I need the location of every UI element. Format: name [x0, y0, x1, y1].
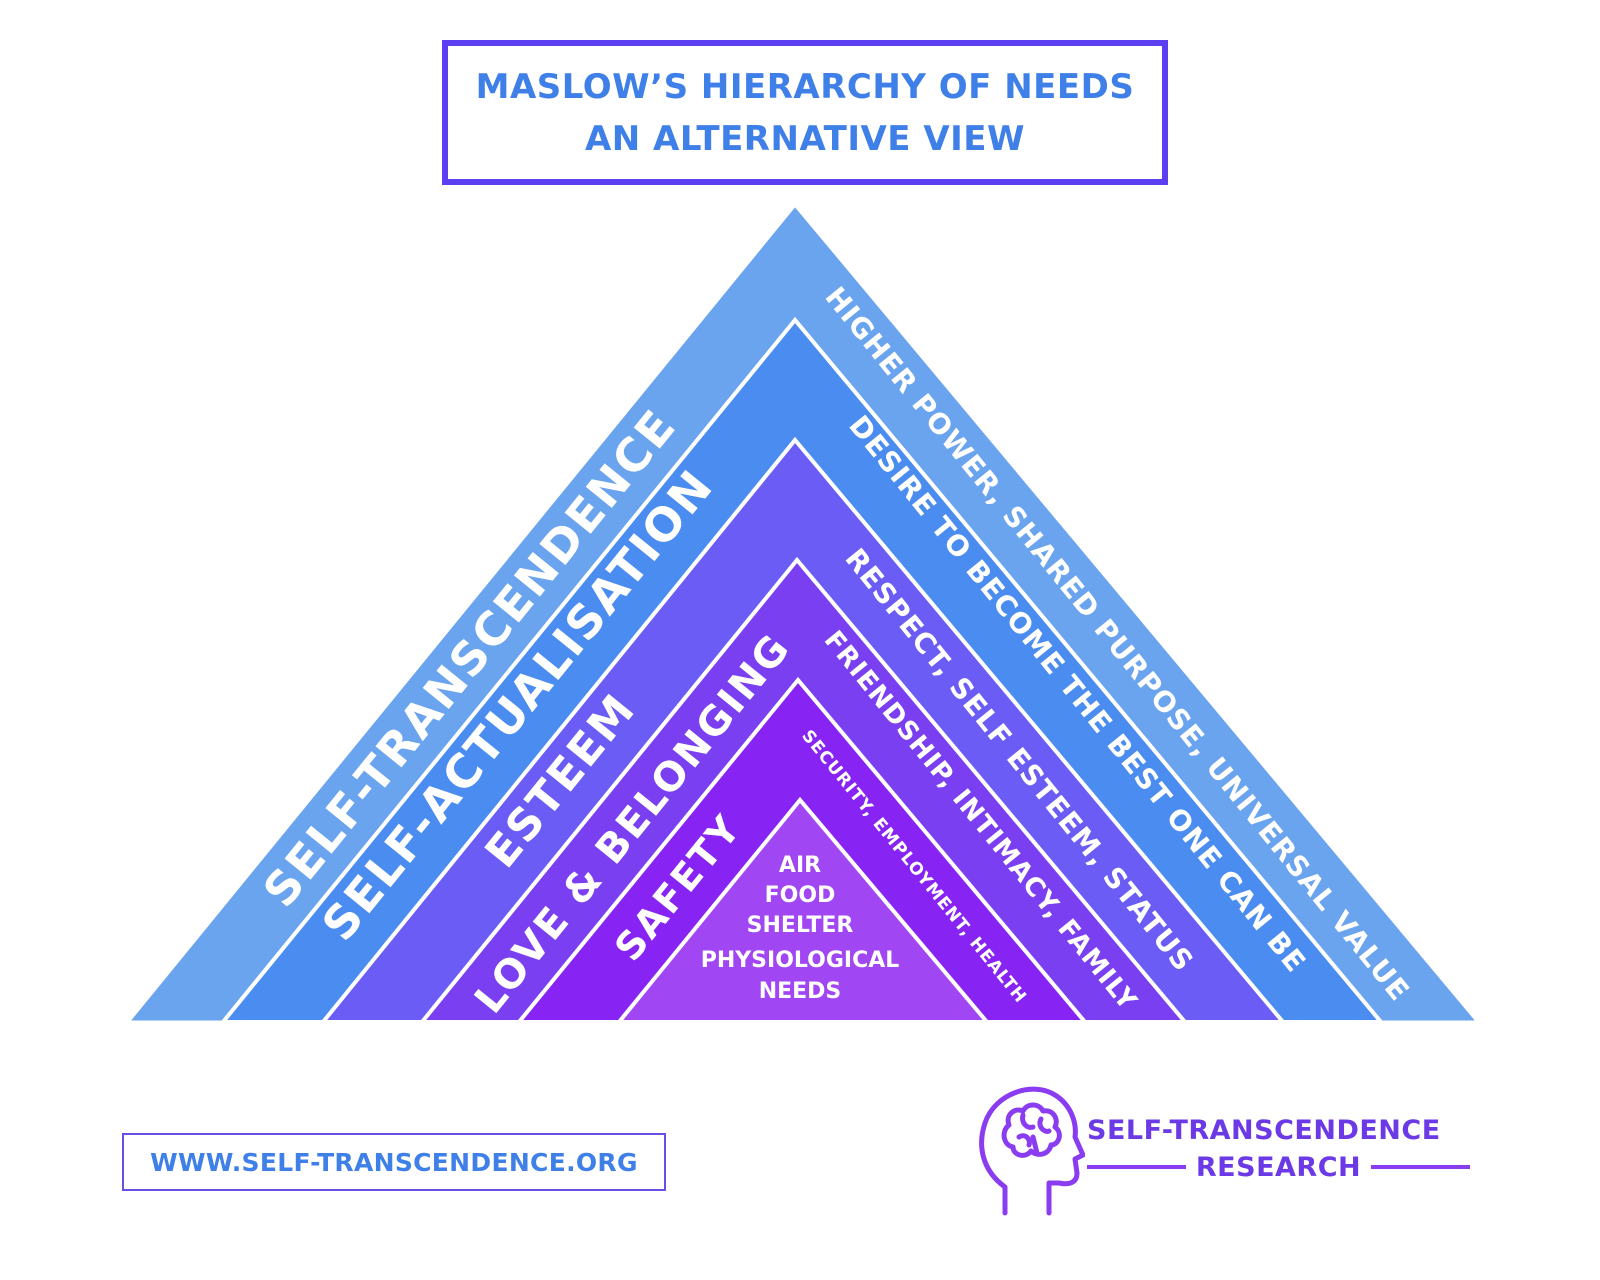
base-line-needs: NEEDS [759, 979, 842, 1004]
base-line-physiological: PHYSIOLOGICAL [701, 948, 900, 973]
logo-text-line2: RESEARCH [1195, 1151, 1362, 1183]
research-logo: SELF-TRANSCENDENCE RESEARCH [975, 1075, 1495, 1225]
website-url[interactable]: WWW.SELF-TRANSCENDENCE.ORG [150, 1147, 638, 1177]
brain-head-icon [979, 1086, 1085, 1216]
title-line1: MASLOW’S HIERARCHY OF NEEDS [475, 66, 1135, 107]
pyramid-diagram: SELF-TRANSCENDENCE SELF-ACTUALISATION ES… [128, 205, 1478, 1024]
website-url-box[interactable]: WWW.SELF-TRANSCENDENCE.ORG [122, 1133, 666, 1191]
base-line-food: FOOD [765, 883, 836, 908]
logo-text-line1: SELF-TRANSCENDENCE [1087, 1115, 1441, 1146]
logo-bar-left [1087, 1165, 1186, 1169]
title-box: MASLOW’S HIERARCHY OF NEEDS AN ALTERNATI… [442, 40, 1168, 185]
base-line-air: AIR [779, 853, 821, 878]
logo-bar-right [1371, 1165, 1471, 1169]
base-line-shelter: SHELTER [747, 913, 854, 938]
title-line2: AN ALTERNATIVE VIEW [584, 118, 1026, 159]
logo-line2-row: RESEARCH [1087, 1150, 1471, 1184]
tier-physiological [614, 796, 992, 1024]
